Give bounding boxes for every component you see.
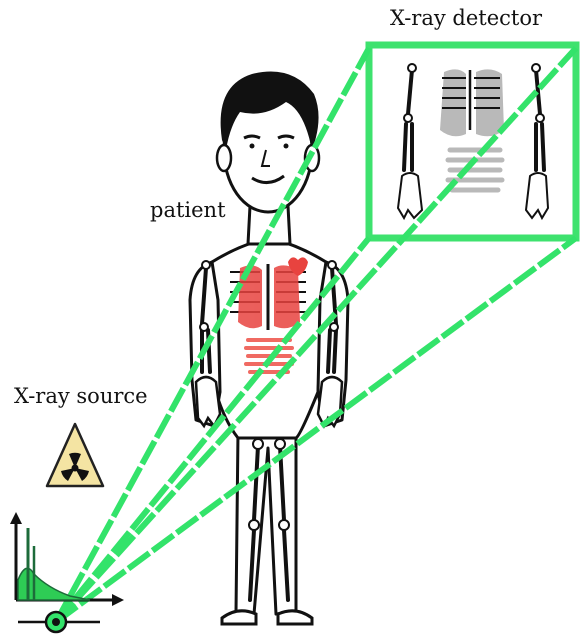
radiation-trefoil-icon [47,424,103,486]
xray-detector [369,45,576,238]
patient-label: patient [150,198,226,222]
source-label: X-ray source [14,384,148,408]
x-ray-source-icon [18,612,100,632]
detector-label: X-ray detector [390,6,542,30]
patient-figure [190,72,348,625]
